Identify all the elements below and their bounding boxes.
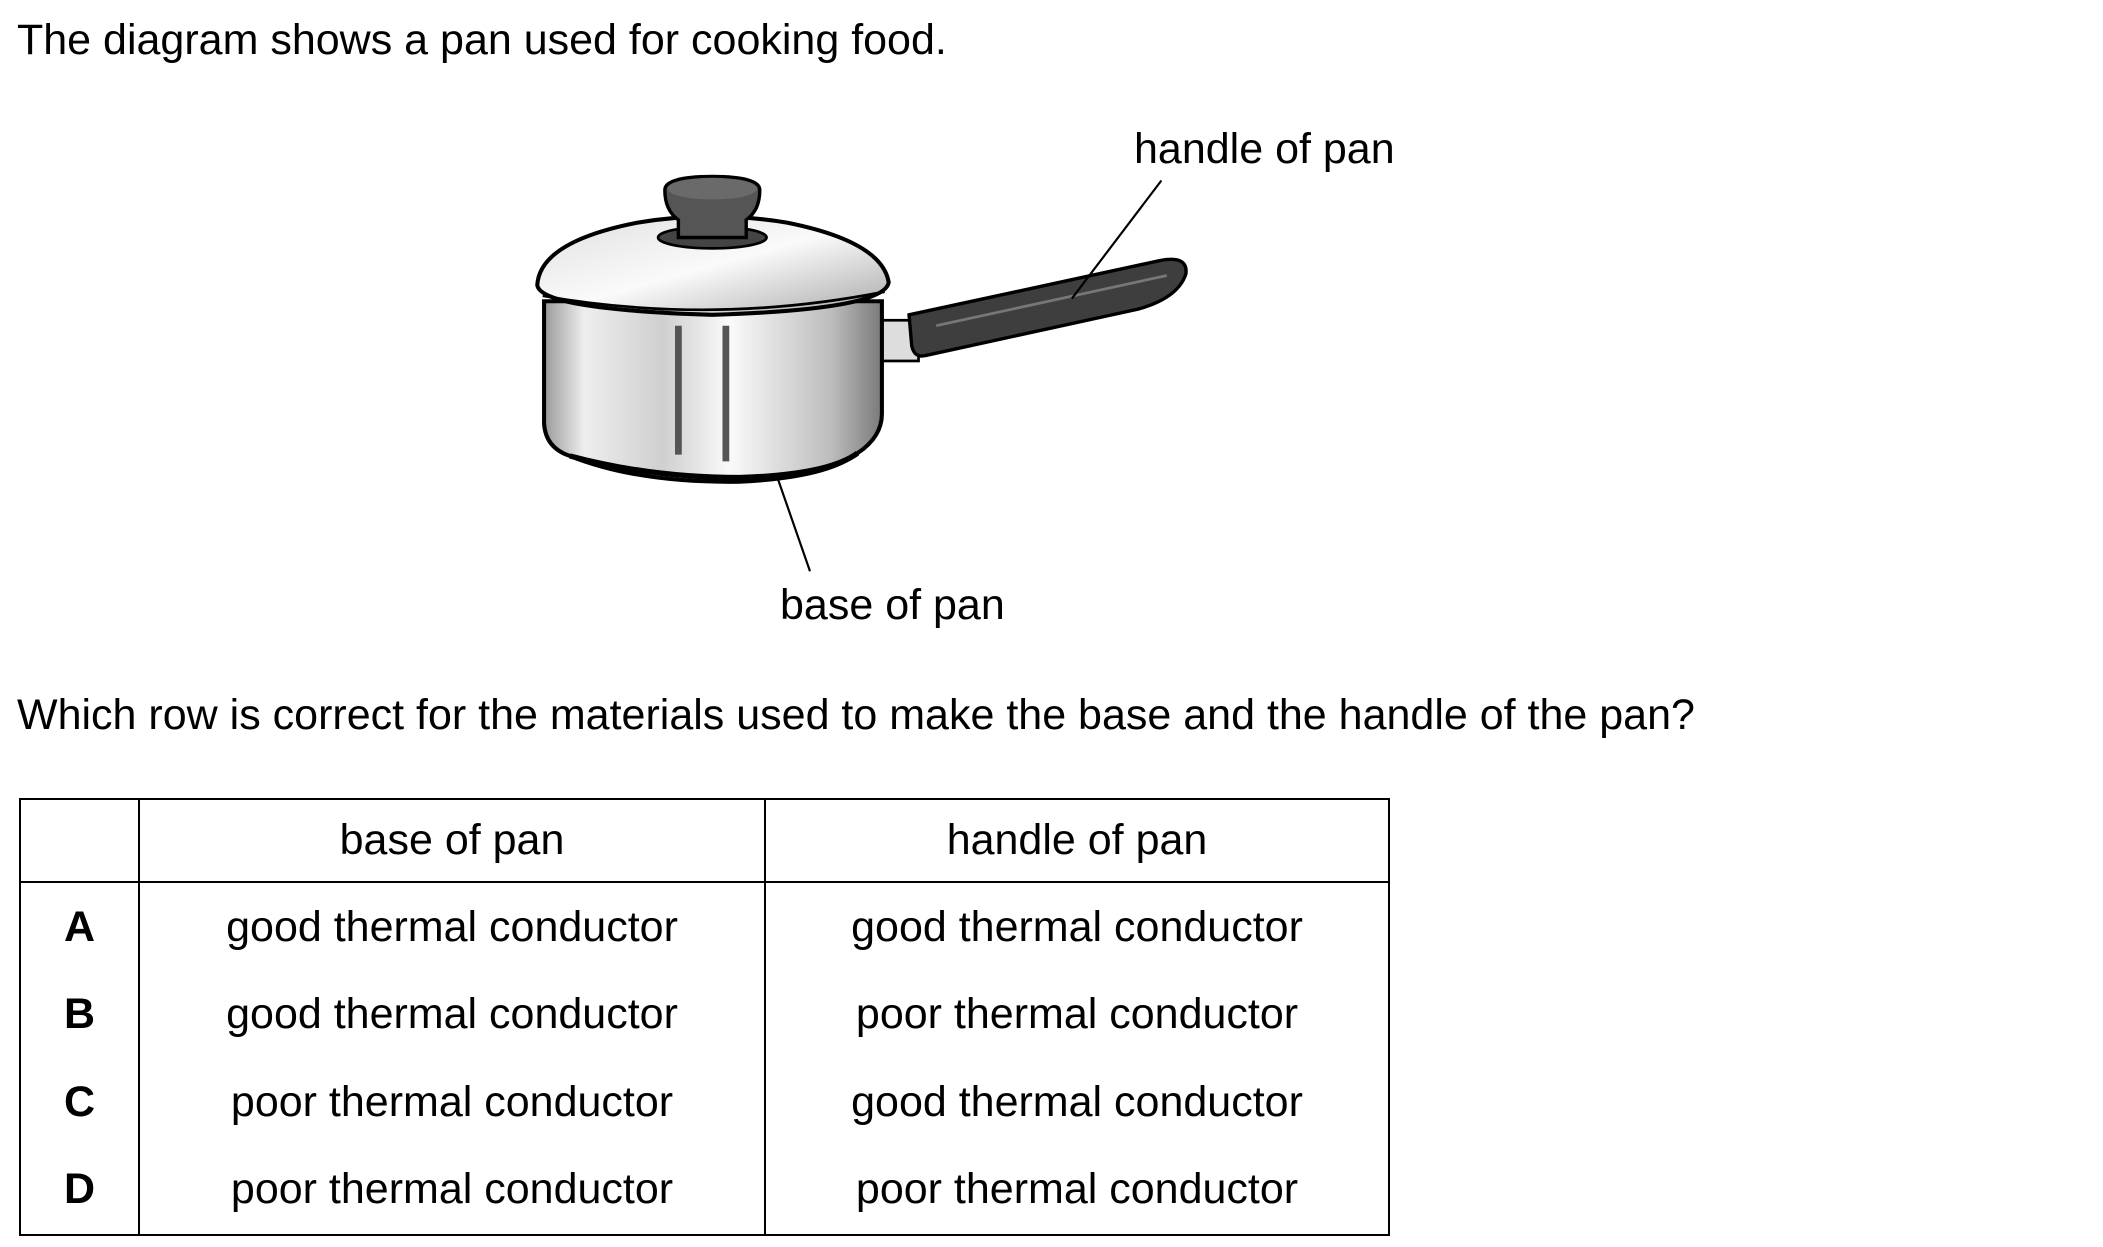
row-base: poor thermal conductor [138, 1145, 766, 1235]
question-text: Which row is correct for the materials u… [17, 691, 1695, 739]
base-label: base of pan [780, 581, 1005, 629]
base-leader-line [776, 477, 812, 572]
pan-body [542, 299, 884, 484]
pan-lid [535, 214, 891, 317]
row-key: B [19, 971, 140, 1059]
row-key: D [19, 1145, 140, 1235]
row-key: A [19, 882, 140, 972]
header-base: base of pan [138, 799, 766, 883]
row-key: C [19, 1058, 140, 1146]
table-row: D poor thermal conductor poor thermal co… [19, 1145, 1390, 1235]
row-handle: poor thermal conductor [764, 971, 1390, 1059]
handle-label: handle of pan [1134, 125, 1395, 173]
pan-base [569, 450, 860, 481]
intro-text: The diagram shows a pan used for cooking… [17, 16, 947, 64]
table-row: B good thermal conductor poor thermal co… [19, 971, 1390, 1059]
row-handle: good thermal conductor [764, 882, 1390, 972]
handle [907, 257, 1188, 358]
handle-leader-line [1070, 179, 1163, 300]
row-base: good thermal conductor [138, 971, 766, 1059]
table-row: A good thermal conductor good thermal co… [19, 882, 1390, 972]
row-base: good thermal conductor [138, 882, 766, 972]
table-row: C poor thermal conductor good thermal co… [19, 1058, 1390, 1146]
answer-table: base of pan handle of pan A good thermal… [19, 798, 1390, 1236]
row-handle: good thermal conductor [764, 1058, 1390, 1146]
header-key [19, 799, 140, 883]
row-handle: poor thermal conductor [764, 1145, 1390, 1235]
header-handle: handle of pan [764, 799, 1390, 883]
pan-illustration [535, 174, 1188, 484]
table-header-row: base of pan handle of pan [19, 799, 1390, 883]
row-base: poor thermal conductor [138, 1058, 766, 1146]
